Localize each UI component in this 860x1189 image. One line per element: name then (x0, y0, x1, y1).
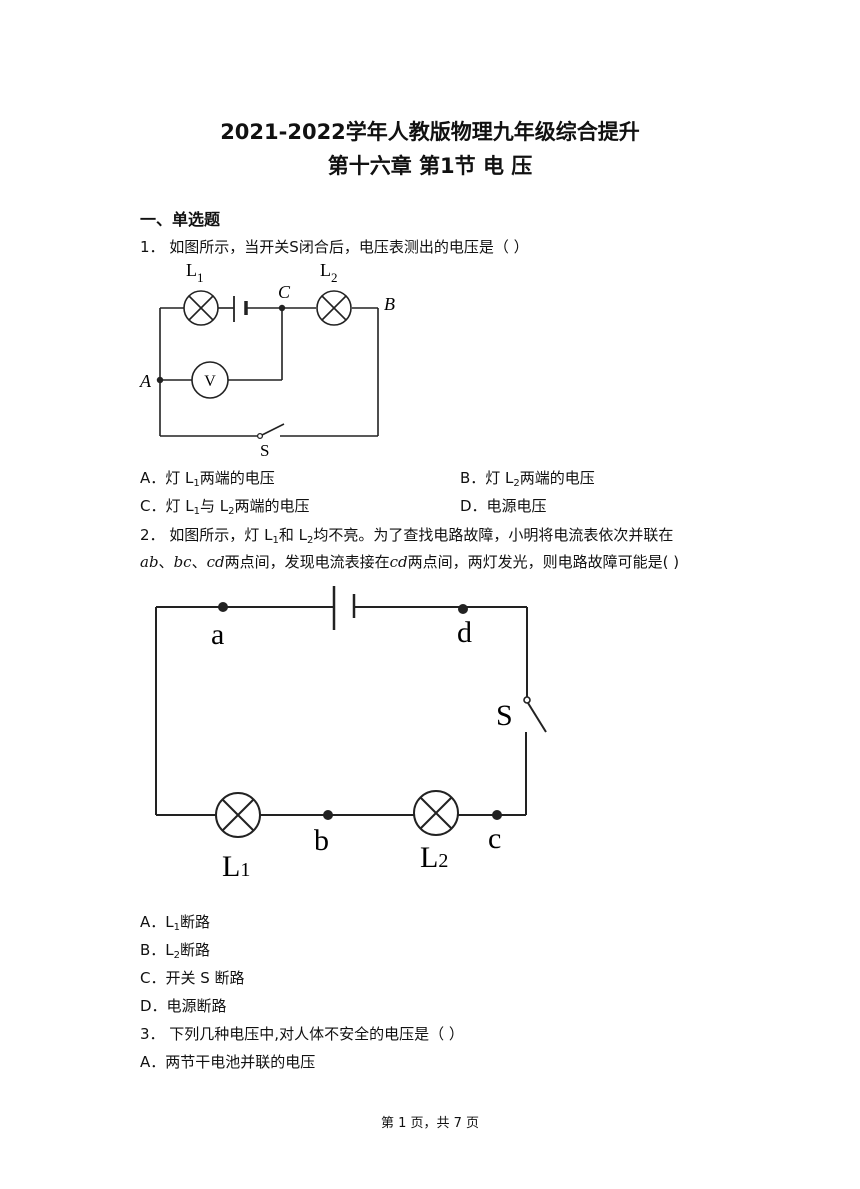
q2-option-d[interactable]: D．电源断路 (140, 997, 227, 1015)
l2-label: L2 (320, 260, 338, 285)
switch-icon (256, 423, 285, 440)
q3-option-a[interactable]: A．两节干电池并联的电压 (140, 1053, 316, 1071)
switch-s-label: S (260, 441, 269, 460)
l1-label: L1 (222, 850, 250, 883)
page-footer: 第 1 页，共 7 页 (380, 1116, 480, 1131)
point-d-dot (458, 604, 468, 614)
switch-icon (523, 696, 547, 733)
document-title: 2021-2022学年人教版物理九年级综合提升 (220, 120, 640, 144)
question-3-stem: 3． 下列几种电压中,对人体不安全的电压是（ ） (140, 1025, 464, 1043)
q1-option-c[interactable]: C．灯 L1与 L2两端的电压 (140, 497, 310, 517)
point-c-label: c (488, 822, 501, 855)
point-a-dot (218, 602, 228, 612)
battery-icon (233, 296, 248, 322)
point-d-label: d (457, 616, 472, 649)
point-b-dot (323, 810, 333, 820)
q2-circuit-diagram: a d S b c L1 L2 (155, 586, 547, 883)
junction-c-dot (278, 304, 286, 312)
point-c-label: C (278, 282, 291, 302)
q1-circuit-diagram: V L1 L2 C B A S (139, 260, 395, 460)
q2-option-c[interactable]: C．开关 S 断路 (140, 969, 245, 987)
lamp-l1-icon (215, 792, 261, 838)
question-2-stem-line1: 2． 如图所示，灯 L1和 L2均不亮。为了查找电路故障，小明将电流表依次并联在 (140, 526, 674, 546)
q1-option-d[interactable]: D．电源电压 (460, 497, 547, 515)
battery-icon (332, 586, 356, 630)
point-b-label: B (384, 294, 395, 314)
switch-s-label: S (496, 699, 513, 732)
document-subtitle: 第十六章 第1节 电 压 (327, 154, 533, 178)
junction-a-dot (156, 376, 164, 384)
lamp-l1-icon (183, 290, 219, 326)
l2-label: L2 (420, 841, 448, 874)
point-a-label: a (211, 618, 224, 651)
point-b-label: b (314, 824, 329, 857)
q2-option-a[interactable]: A．L1断路 (140, 913, 211, 933)
q1-option-a[interactable]: A．灯 L1两端的电压 (140, 469, 275, 489)
q1-option-b[interactable]: B．灯 L2两端的电压 (460, 469, 595, 489)
point-c-dot (492, 810, 502, 820)
voltmeter-label: V (204, 373, 216, 390)
question-2-stem-line2: ab、bc、cd两点间，发现电流表接在cd两点间，两灯发光，则电路故障可能是( … (140, 553, 680, 571)
voltmeter-icon (191, 361, 229, 399)
lamp-l2-icon (413, 790, 459, 836)
question-1-stem: 1． 如图所示，当开关S闭合后，电压表测出的电压是（ ） (140, 238, 529, 256)
lamp-l2-icon (316, 290, 352, 326)
point-a-label: A (139, 371, 152, 391)
q2-option-b[interactable]: B．L2断路 (140, 941, 211, 961)
l1-label: L1 (186, 260, 204, 285)
section-heading: 一、单选题 (140, 210, 221, 229)
